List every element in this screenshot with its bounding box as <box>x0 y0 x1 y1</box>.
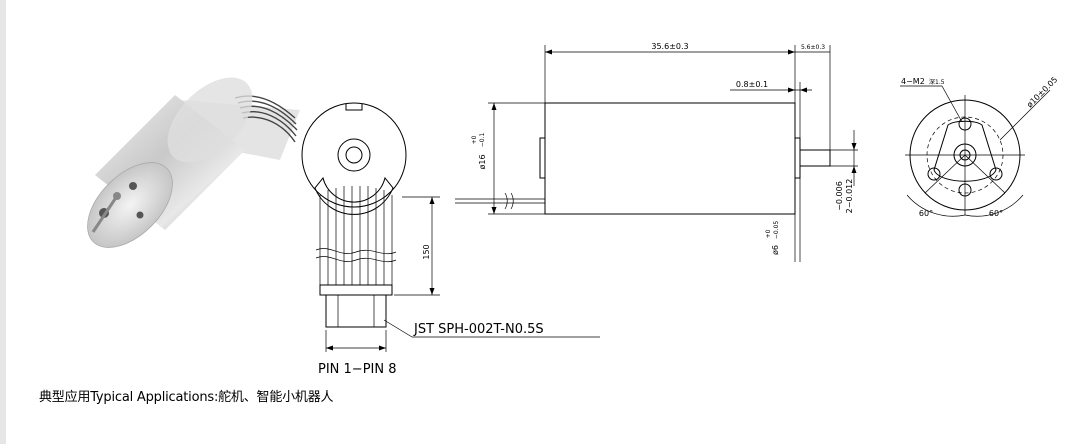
side-view: ø16 +0 −0.1 35.6±0.3 5.6±0.3 0.8±0.1 <box>455 42 858 262</box>
end-view-rear: 150 JST SPH-002T-N0.5S PIN 1−PIN 8 <box>301 102 600 377</box>
step-label: 0.8±0.1 <box>736 80 768 89</box>
left-border <box>0 0 6 444</box>
shaft-small-b: 2−0.012 <box>845 179 854 214</box>
angle-right-label: 60° <box>989 209 1003 218</box>
lead-length-label: 150 <box>422 244 431 259</box>
caption: 典型应用Typical Applications:舵机、智能小机器人 <box>39 390 334 405</box>
length-label: 35.6±0.3 <box>651 42 688 51</box>
connector-label: JST SPH-002T-N0.5S <box>413 322 544 337</box>
shaft-small-a: −0.006 <box>835 181 844 211</box>
angle-left-label: 60° <box>919 209 933 218</box>
shaft-length-label: 5.6±0.3 <box>801 44 825 51</box>
holes-label: 4−M2 <box>901 77 925 86</box>
end-view-front: 60° 60° 4−M2 深1.5 ø10±0.05 <box>900 75 1059 218</box>
shaft-dia-label: ø6 <box>771 245 780 255</box>
holes-suffix: 深1.5 <box>929 78 945 86</box>
pin-label: PIN 1−PIN 8 <box>318 362 397 377</box>
shaft-dia-tol-lower: −0.05 <box>773 221 780 240</box>
pcd-label: ø10±0.05 <box>1025 75 1059 109</box>
body-dia-tol-lower: −0.1 <box>479 133 486 148</box>
body-dia-tol-upper: +0 <box>471 135 478 144</box>
body-dia-label: ø16 <box>478 154 487 169</box>
motor-photo <box>87 77 300 248</box>
shaft-dia-tol-upper: +0 <box>765 229 772 238</box>
